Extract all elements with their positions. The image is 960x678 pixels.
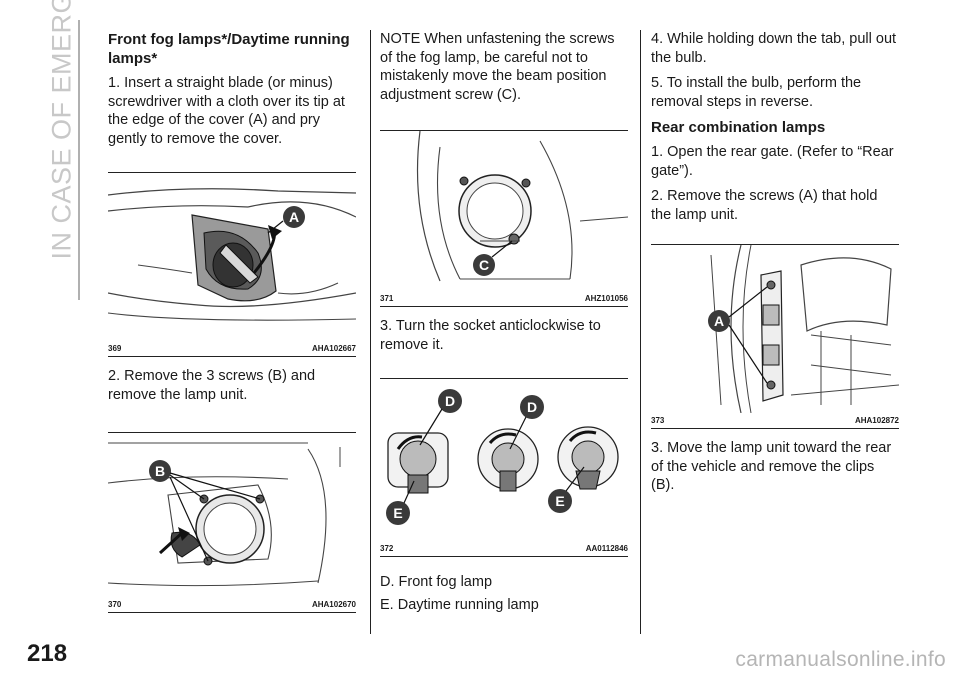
- callout-label-c: C: [479, 257, 489, 273]
- figure-369: A 369 AHA102667: [108, 172, 356, 357]
- figure-370: B 370 AHA102670: [108, 432, 356, 613]
- figure-371: C 371 AHZ101056: [380, 130, 628, 307]
- column-divider: [640, 30, 641, 634]
- watermark: carmanualsonline.info: [735, 648, 946, 671]
- page-number: 218: [27, 640, 68, 667]
- figure-caption: 370 AHA102670: [108, 597, 356, 612]
- column-divider: [370, 30, 371, 634]
- side-chapter-tab: IN CASE OF EMERGENCY: [30, 0, 90, 300]
- figure-code: AHA102667: [311, 344, 356, 353]
- socket-middle: [477, 428, 539, 492]
- figure-372: D D E E 372 AA0112846: [380, 378, 628, 557]
- section-heading-fog-lamps: Front fog lamps*/Daytime running lamps*: [108, 31, 350, 67]
- socket-removal-illustration: D D E E: [386, 389, 619, 525]
- note-text: NOTE When unfastening the screws of the …: [380, 31, 615, 103]
- figure-code: AA0112846: [585, 544, 628, 553]
- callout-label-b: B: [155, 463, 165, 479]
- step-text: 4. While holding down the tab, pull out …: [651, 31, 897, 66]
- fog-lamp-adjust-screw-illustration: C: [416, 131, 628, 282]
- figure-number: 369: [108, 344, 122, 353]
- figure-number: 372: [380, 544, 394, 553]
- figure-code: AHZ101056: [584, 294, 628, 303]
- callout-label-a: A: [289, 209, 299, 225]
- step-text: 2. Remove the 3 screws (B) and remove th…: [108, 368, 316, 403]
- fog-lamp-unit-illustration: B: [108, 442, 341, 587]
- side-tab-bar: [78, 20, 80, 300]
- section-heading-rear-lamps: Rear combination lamps: [651, 119, 826, 136]
- column-3: 4. While holding down the tab, pull out …: [651, 30, 899, 502]
- legend-item-e: E. Daytime running lamp: [380, 596, 539, 613]
- callout-label-d: D: [527, 399, 537, 415]
- figure-number: 373: [651, 416, 665, 425]
- step-text: 2. Remove the screws (A) that hold the l…: [651, 188, 878, 223]
- step-text: 5. To install the bulb, perform the remo…: [651, 75, 862, 110]
- column-1: Front fog lamps*/Daytime running lamps* …: [108, 30, 356, 623]
- callout-label-e: E: [555, 493, 564, 509]
- figure-number: 370: [108, 600, 122, 609]
- rear-lamp-screws-illustration: A: [708, 245, 899, 413]
- figure-code: AHA102872: [854, 416, 899, 425]
- figure-caption: 369 AHA102667: [108, 341, 356, 356]
- figure-code: AHA102670: [311, 600, 356, 609]
- fog-lamp-cover-illustration: A: [108, 188, 356, 321]
- step-text: 1. Open the rear gate. (Refer to “Rear g…: [651, 144, 894, 179]
- legend-item-d: D. Front fog lamp: [380, 574, 493, 590]
- callout-label-e: E: [393, 505, 402, 521]
- figure-caption: 372 AA0112846: [380, 541, 628, 556]
- figure-caption: 371 AHZ101056: [380, 291, 628, 306]
- callout-label-d: D: [445, 393, 455, 409]
- step-text: 3. Turn the socket anticlockwise to remo…: [380, 318, 601, 353]
- figure-caption: 373 AHA102872: [651, 413, 899, 428]
- figure-number: 371: [380, 294, 394, 303]
- socket-left: [387, 432, 449, 494]
- side-tab-label: IN CASE OF EMERGENCY: [46, 0, 77, 260]
- step-text: 3. Move the lamp unit toward the rear of…: [651, 440, 892, 493]
- figure-373: A 373 AHA102872: [651, 244, 899, 429]
- step-text: 1. Insert a straight blade (or minus) sc…: [108, 75, 345, 147]
- column-2: NOTE When unfastening the screws of the …: [380, 30, 628, 621]
- socket-right: [557, 426, 619, 490]
- callout-label-a: A: [714, 313, 724, 329]
